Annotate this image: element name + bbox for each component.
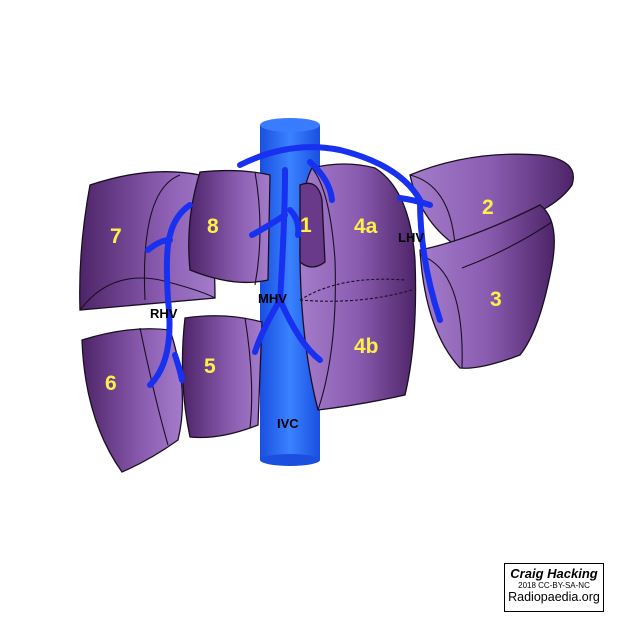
- segment-7-label: 7: [110, 225, 122, 248]
- segment-1: [299, 182, 326, 268]
- ivc-label: IVC: [277, 416, 299, 431]
- segment-8-label: 8: [207, 215, 219, 238]
- segment-4b-label: 4b: [354, 335, 379, 358]
- segment-4: [299, 163, 417, 411]
- mhv-label: MHV: [258, 291, 287, 306]
- credit-site: Radiopaedia.org: [508, 590, 600, 604]
- segment-2-label: 2: [482, 196, 494, 219]
- segment-5: [181, 315, 263, 439]
- segment-3: [419, 204, 555, 369]
- segment-4a-label: 4a: [354, 215, 378, 238]
- credit-author: Craig Hacking: [510, 566, 598, 581]
- hepatic-veins: [145, 144, 443, 388]
- lhv-label: LHV: [398, 230, 424, 245]
- credit-license: 2018 CC-BY-SA-NC: [518, 581, 590, 590]
- segment-2: [409, 153, 574, 246]
- credit-box: Craig Hacking 2018 CC-BY-SA-NC Radiopaed…: [504, 563, 604, 612]
- segment-6-label: 6: [105, 372, 117, 395]
- segment-6: [81, 327, 184, 473]
- segment-8: [188, 169, 271, 286]
- segment-1-label: 1: [300, 214, 312, 237]
- segment-5-label: 5: [204, 355, 216, 378]
- segment-3-label: 3: [490, 288, 502, 311]
- rhv-label: RHV: [150, 306, 178, 321]
